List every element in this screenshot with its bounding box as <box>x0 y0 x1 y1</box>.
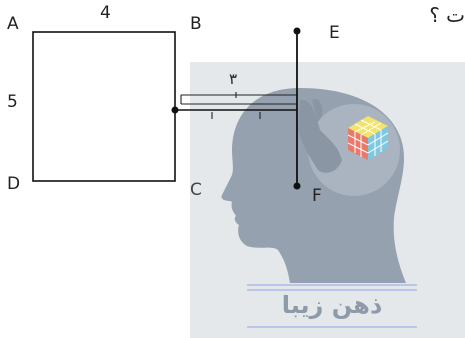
side-label-left: 5 <box>7 92 18 112</box>
vertex-label-b: B <box>190 14 202 34</box>
header-text: ت ؟ <box>429 3 465 27</box>
dimension-label: ٣ <box>229 70 237 88</box>
point-f <box>293 182 301 190</box>
endpoint-label-f: F <box>312 186 322 206</box>
square-abcd <box>32 31 176 182</box>
watermark-text: ذهن زیبا <box>282 291 383 319</box>
endpoint-label-e: E <box>329 23 340 43</box>
side-label-top: 4 <box>100 3 111 23</box>
point-e <box>293 27 301 35</box>
point-on-bc <box>171 106 179 114</box>
dimension-bracket <box>180 92 297 119</box>
vertex-label-c: C <box>190 180 202 200</box>
vertex-label-a: A <box>7 14 19 34</box>
rubiks-cube-icon <box>347 116 389 160</box>
vertex-label-d: D <box>7 174 20 194</box>
